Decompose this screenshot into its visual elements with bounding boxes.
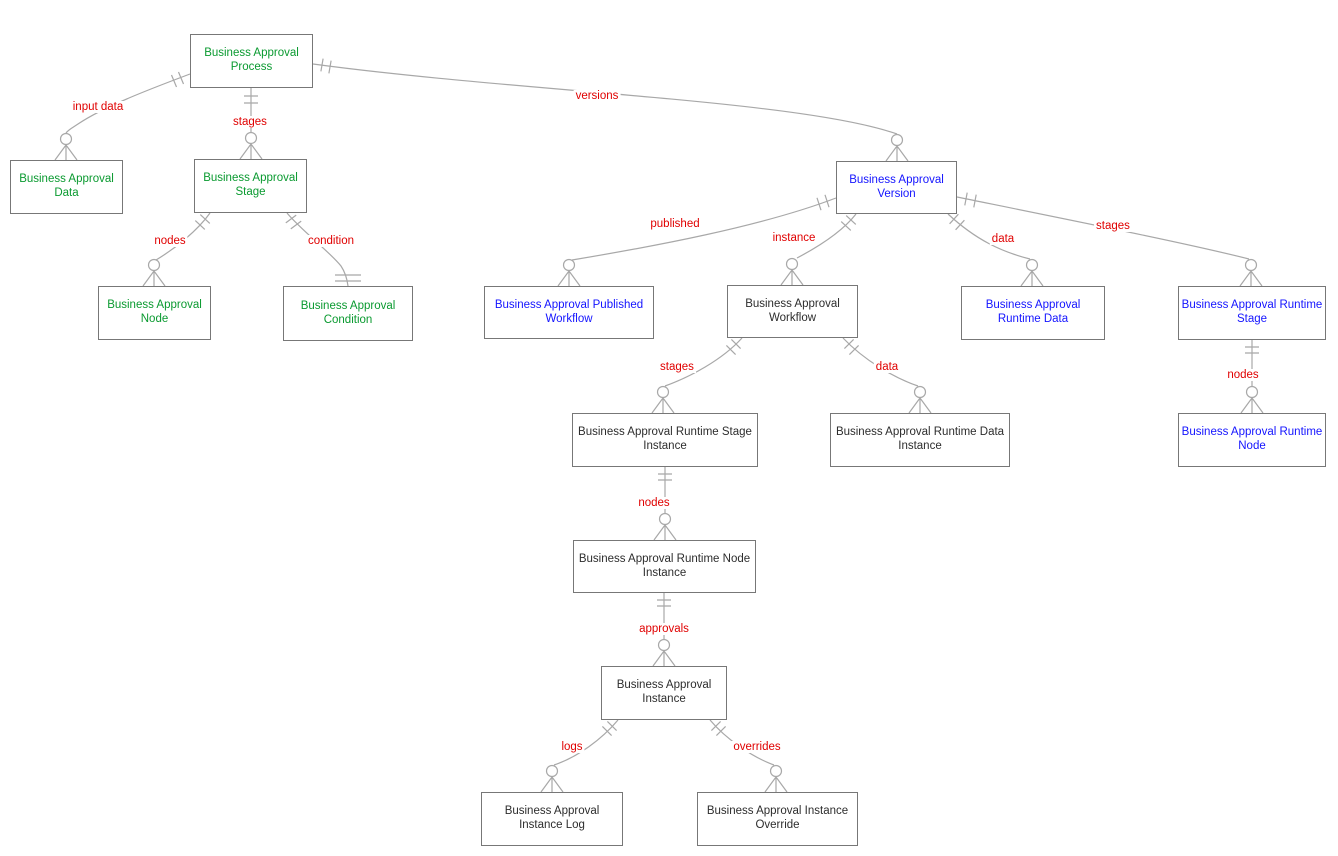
entity-business-approval-runtime-stage-instance: Business Approval Runtime Stage Instance	[572, 413, 758, 467]
relationship-label-data: data	[989, 233, 1017, 245]
edge-stage-condition	[285, 212, 361, 287]
edge-process-version	[312, 58, 909, 162]
relationship-label-stages: stages	[231, 116, 269, 128]
edge-version-published-workflow	[557, 194, 837, 287]
relationship-label-nodes: nodes	[152, 235, 188, 247]
entity-business-approval-data: Business Approval Data	[10, 160, 123, 214]
relationship-label-overrides: overrides	[731, 741, 783, 753]
relationship-label-condition: condition	[305, 235, 357, 247]
relationship-label-versions: versions	[573, 90, 621, 102]
entity-business-approval-workflow: Business Approval Workflow	[727, 285, 858, 338]
relationship-label-stages-2: stages	[1094, 220, 1132, 232]
entity-business-approval-published-workflow: Business Approval Published Workflow	[484, 286, 654, 339]
relationship-label-instance: instance	[770, 232, 818, 244]
entity-business-approval-runtime-data-instance: Business Approval Runtime Data Instance	[830, 413, 1010, 467]
edge-version-runtime-data	[947, 213, 1044, 287]
entity-business-approval-runtime-node: Business Approval Runtime Node	[1178, 413, 1326, 467]
edge-version-workflow	[780, 213, 857, 286]
relationship-label-published: published	[648, 218, 702, 230]
relationship-label-nodes-2: nodes	[1225, 369, 1261, 381]
entity-business-approval-runtime-data: Business Approval Runtime Data	[961, 286, 1105, 340]
entity-business-approval-instance-log: Business Approval Instance Log	[481, 792, 623, 846]
edge-workflow-runtime-data-instance	[842, 337, 932, 414]
edge-workflow-runtime-stage-instance	[651, 337, 743, 414]
entity-business-approval-instance-override: Business Approval Instance Override	[697, 792, 858, 846]
relationship-label-input-data: input data	[70, 101, 126, 113]
edge-instance-instance-log	[540, 719, 619, 793]
entity-business-approval-runtime-node-instance: Business Approval Runtime Node Instance	[573, 540, 756, 593]
entity-business-approval-process: Business Approval Process	[190, 34, 313, 88]
edge-process-data	[54, 71, 191, 161]
relationship-label-nodes-3: nodes	[636, 497, 672, 509]
entity-business-approval-version: Business Approval Version	[836, 161, 957, 214]
entity-business-approval-instance: Business Approval Instance	[601, 666, 727, 720]
entity-business-approval-condition: Business Approval Condition	[283, 286, 413, 341]
relationship-label-logs: logs	[559, 741, 585, 753]
relationship-label-data-2: data	[873, 361, 901, 373]
edge-stage-node	[142, 212, 211, 287]
entity-business-approval-stage: Business Approval Stage	[194, 159, 307, 213]
relationship-label-stages-3: stages	[658, 361, 696, 373]
entity-business-approval-runtime-stage: Business Approval Runtime Stage	[1178, 286, 1326, 340]
edge-runtime-stage-instance-runtime-node-instance	[653, 467, 677, 541]
edge-instance-instance-override	[709, 719, 788, 793]
entity-business-approval-node: Business Approval Node	[98, 286, 211, 340]
relationship-label-approvals: approvals	[637, 623, 691, 635]
